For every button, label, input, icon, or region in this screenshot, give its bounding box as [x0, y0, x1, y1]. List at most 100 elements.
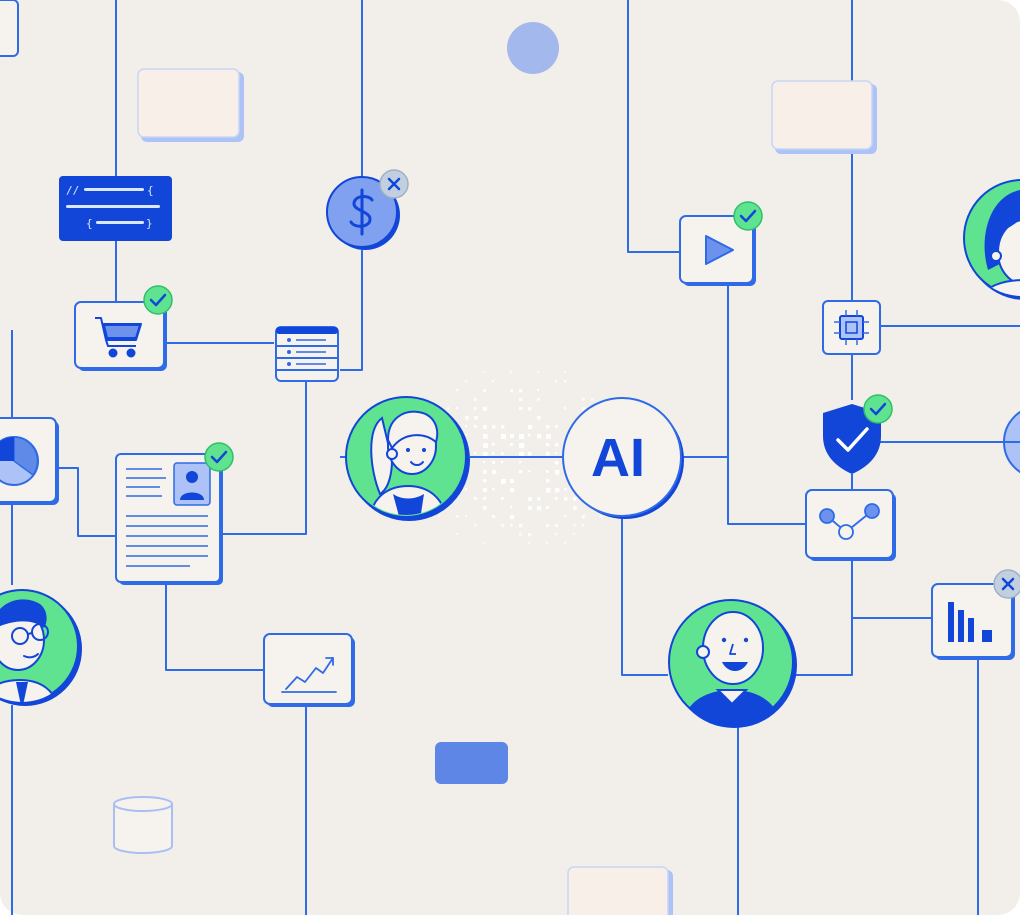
- glow-dot: [546, 434, 551, 439]
- glow-dot: [519, 524, 523, 528]
- code-brace-close: }: [146, 217, 153, 230]
- glow-dot: [519, 470, 523, 474]
- glow-dot: [474, 497, 478, 501]
- glow-dot: [492, 461, 496, 465]
- glow-dot: [546, 443, 550, 447]
- glow-dot: [564, 515, 567, 518]
- check-badge-icon: [733, 201, 763, 231]
- glow-dot: [600, 515, 603, 518]
- glow-dot: [492, 380, 495, 383]
- code-brace-open: {: [147, 184, 154, 197]
- glow-dot: [582, 515, 586, 519]
- glow-dot: [555, 497, 558, 500]
- glow-dot: [438, 515, 441, 518]
- glow-dot: [582, 398, 585, 401]
- glow-dot: [555, 443, 559, 447]
- code-snippet-card: // { { }: [59, 176, 172, 241]
- glow-dot: [483, 389, 486, 392]
- woman-avatar: [345, 396, 470, 521]
- glow-dot: [456, 389, 459, 392]
- glow-dot: [465, 416, 469, 420]
- close-badge-icon: [379, 169, 409, 199]
- check-badge-icon: [204, 442, 234, 472]
- shopping-cart-icon: [95, 317, 142, 358]
- glow-dot: [510, 389, 514, 393]
- line-chart-icon: [281, 657, 337, 693]
- network-nodes-icon: [819, 503, 880, 540]
- glow-dot: [474, 407, 477, 410]
- glow-dot: [537, 398, 540, 401]
- glow-dot: [510, 443, 513, 446]
- glow-dot: [465, 380, 468, 383]
- dollar-coin-icon: [326, 176, 400, 250]
- glow-dot: [474, 524, 477, 527]
- bald-man-avatar: [668, 599, 797, 728]
- glow-dot: [546, 506, 550, 510]
- glow-dot: [465, 488, 468, 491]
- bar-chart-icon: [948, 602, 992, 642]
- ai-hub: AI: [562, 397, 684, 519]
- glow-dot: [537, 371, 540, 374]
- glow-dot: [528, 497, 532, 501]
- glow-dot: [456, 515, 459, 518]
- glow-dot: [528, 506, 533, 511]
- glow-dot: [555, 524, 559, 528]
- glow-dot: [501, 425, 505, 429]
- glow-dot: [474, 425, 477, 428]
- glow-dot: [501, 452, 504, 455]
- glow-dot: [519, 461, 522, 464]
- glow-dot: [573, 524, 576, 527]
- cylinder-shape: [113, 796, 173, 854]
- glow-dot: [528, 425, 533, 430]
- glow-dot: [573, 497, 577, 501]
- check-badges: [143, 201, 893, 472]
- glow-dot: [528, 470, 531, 473]
- glow-dot: [528, 452, 532, 456]
- shopping-cart-card: [74, 301, 167, 371]
- glow-dot: [510, 488, 515, 493]
- glow-dot: [573, 506, 577, 510]
- glow-dot: [564, 488, 567, 491]
- check-badge-icon: [143, 285, 173, 315]
- glow-dot: [483, 506, 487, 510]
- glow-dot: [456, 407, 459, 410]
- glow-dot: [474, 398, 477, 401]
- glow-dot: [519, 389, 523, 393]
- glow-dot: [564, 407, 567, 410]
- glow-dot: [492, 470, 496, 474]
- glow-dot: [546, 479, 550, 483]
- glow-dot: [483, 407, 487, 411]
- decorative-blocks: [0, 0, 877, 915]
- man-glasses-avatar: [0, 589, 82, 706]
- glow-dot: [510, 371, 513, 374]
- glow-dot: [483, 434, 488, 439]
- resume-document-icon: [115, 453, 223, 585]
- glow-dot: [483, 425, 487, 429]
- glow-dot: [483, 371, 486, 374]
- glow-dot: [492, 488, 495, 491]
- glow-dot: [510, 434, 514, 438]
- glow-dot: [483, 479, 487, 483]
- glow-dot: [564, 380, 567, 383]
- glow-dot: [519, 398, 523, 402]
- glow-dot: [573, 533, 576, 536]
- glow-dot: [546, 452, 550, 456]
- globe-icon: [1003, 410, 1020, 474]
- glow-dot: [483, 443, 489, 449]
- glow-dot: [564, 542, 567, 545]
- glow-dot: [465, 515, 468, 518]
- glow-dot: [591, 398, 594, 401]
- glow-dot: [537, 416, 541, 420]
- close-badges: [379, 169, 1020, 599]
- glow-dot: [555, 488, 560, 493]
- glow-dot: [519, 443, 525, 449]
- glow-dot: [483, 488, 488, 493]
- glow-dot: [447, 407, 450, 410]
- ai-hub-label: AI: [591, 428, 645, 488]
- check-badge-icon: [863, 394, 893, 424]
- glow-dot: [519, 434, 525, 440]
- play-video-icon: [705, 235, 734, 265]
- glow-dot: [564, 371, 567, 374]
- glow-dot: [465, 434, 468, 437]
- pie-chart-card: [0, 417, 59, 505]
